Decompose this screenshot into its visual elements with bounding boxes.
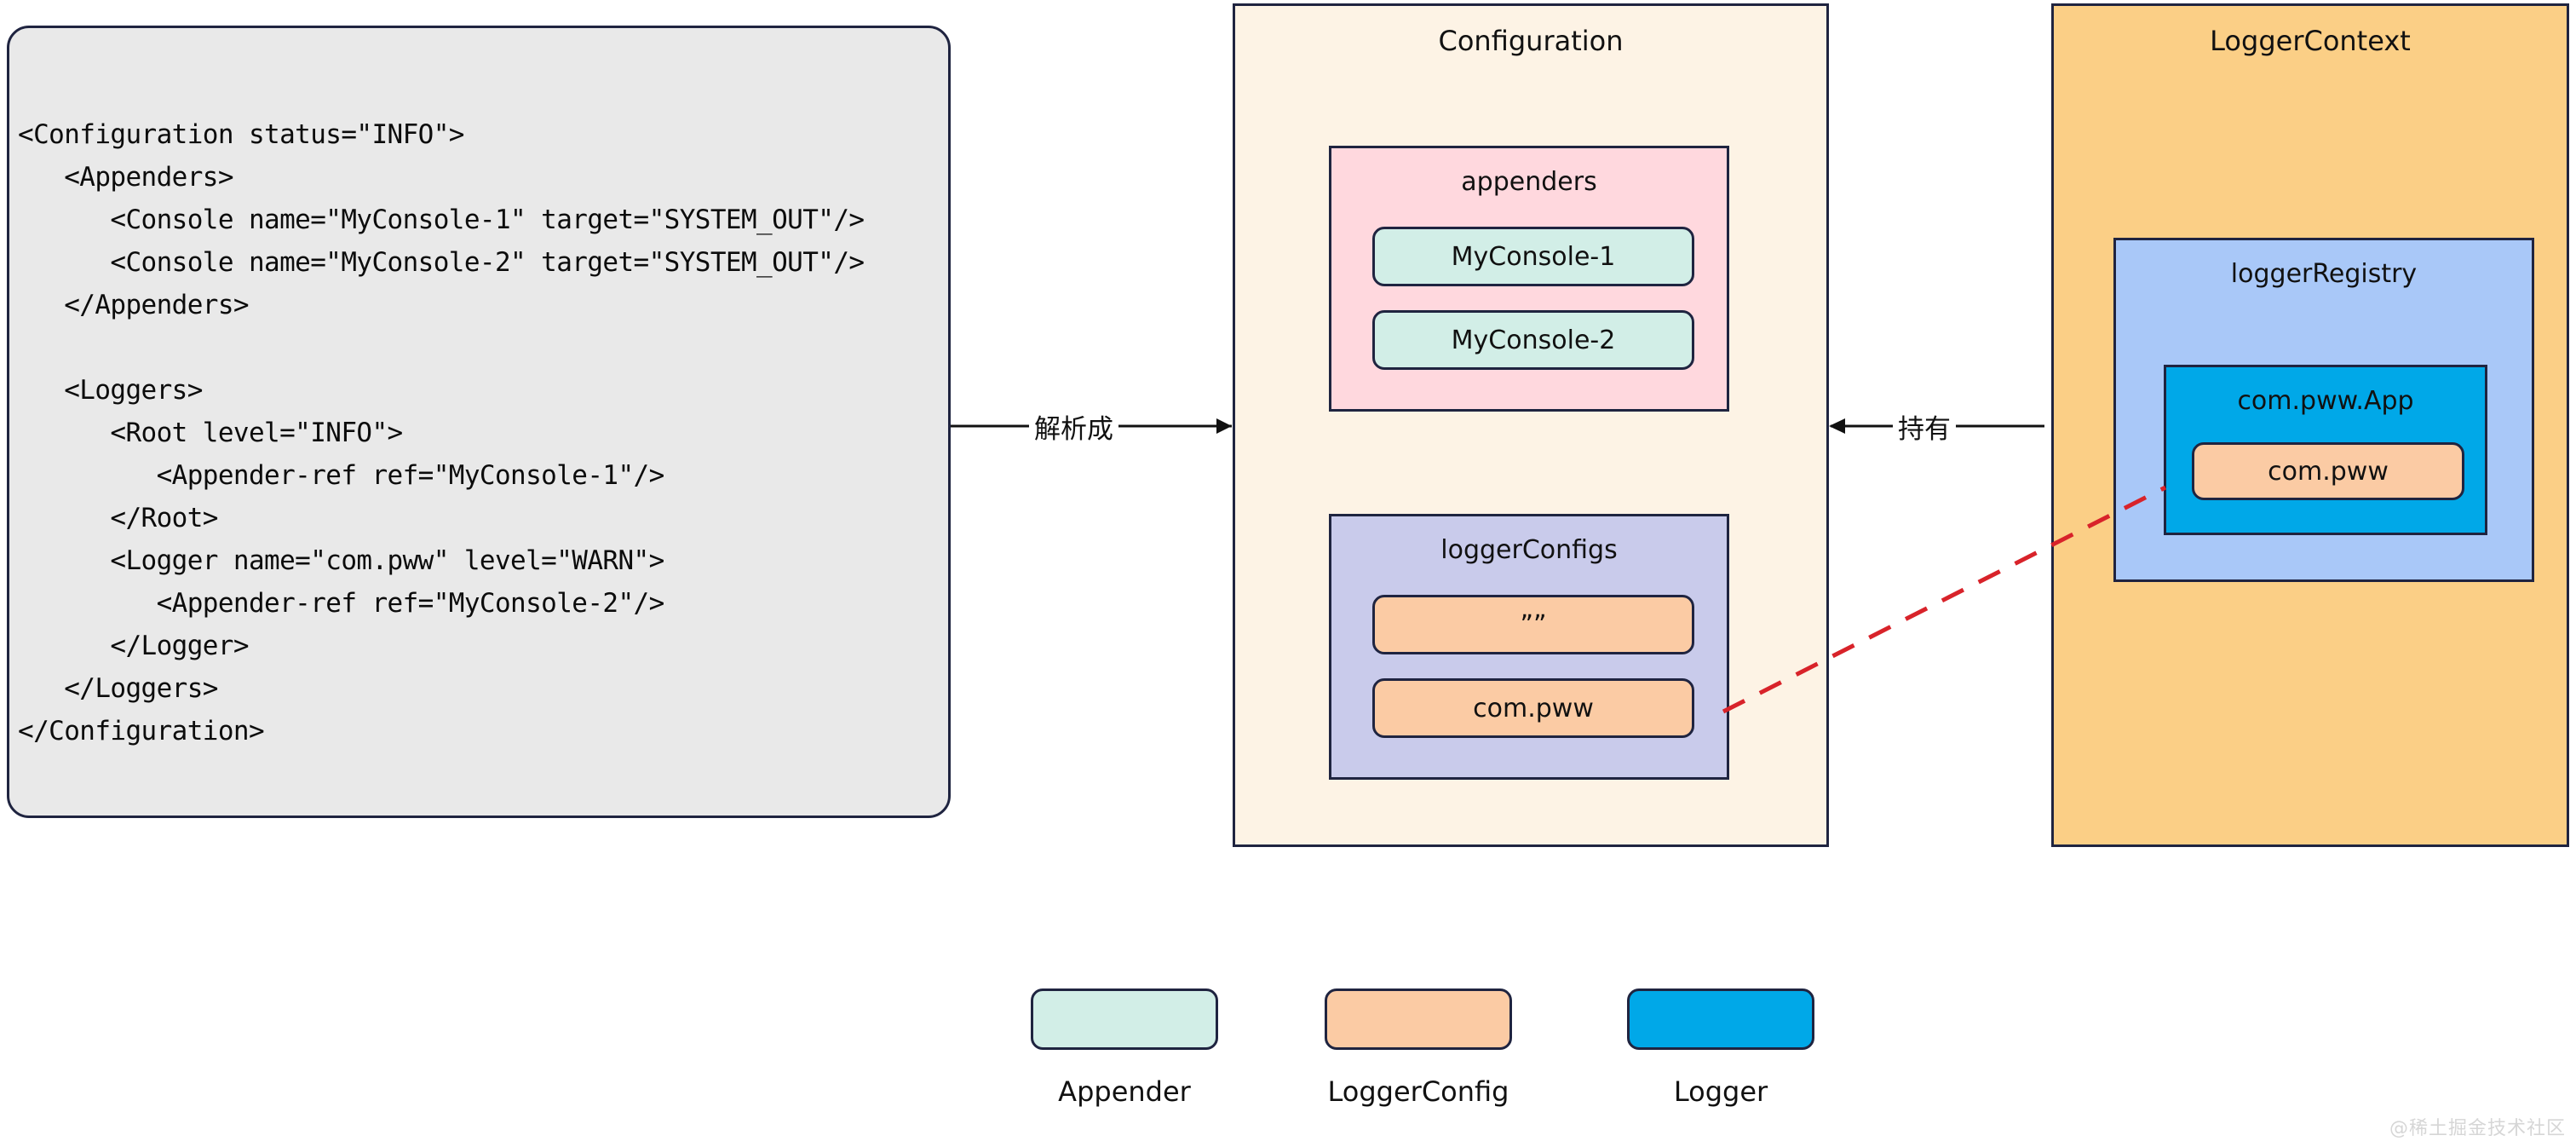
appenders-title: appenders xyxy=(1461,167,1597,197)
logger-registry-group: loggerRegistry com.pww.App com.pww xyxy=(2113,238,2534,582)
xml-code-line: </Logger> xyxy=(18,631,249,661)
watermark: @稀土掘金技术社区 xyxy=(2389,1118,2566,1139)
logger-config-label: com.pww xyxy=(1473,693,1594,723)
parse-arrow-label: 解析成 xyxy=(1029,407,1118,446)
appender-label: MyConsole-2 xyxy=(1451,325,1616,355)
logger-config-label: ”” xyxy=(1520,609,1547,640)
xml-code-line: <Loggers> xyxy=(18,375,203,406)
legend-item-loggerconfig: LoggerConfig xyxy=(1325,988,1512,1108)
xml-config-panel: <Configuration status="INFO"> <Appenders… xyxy=(7,26,951,818)
xml-code-line: </Appenders> xyxy=(18,290,249,320)
legend-item-appender: Appender xyxy=(1031,988,1218,1108)
appender-item[interactable]: MyConsole-1 xyxy=(1372,227,1694,286)
xml-code-line: <Appender-ref ref="MyConsole-2"/> xyxy=(18,588,665,619)
logger-node[interactable]: com.pww.App com.pww xyxy=(2164,365,2487,535)
logger-context-title: LoggerContext xyxy=(2210,25,2411,57)
configuration-box: Configuration appenders MyConsole-1 MyCo… xyxy=(1233,3,1829,847)
xml-code-line: <Console name="MyConsole-2" target="SYST… xyxy=(18,247,865,278)
xml-code-line: <Root level="INFO"> xyxy=(18,418,403,448)
legend: Appender LoggerConfig Logger xyxy=(1005,988,1874,1133)
logger-config-item[interactable]: com.pww xyxy=(1372,678,1694,738)
xml-code-line: <Appenders> xyxy=(18,162,233,193)
legend-label-logger: Logger xyxy=(1673,1075,1768,1108)
appender-label: MyConsole-1 xyxy=(1451,241,1616,272)
appenders-group: appenders MyConsole-1 MyConsole-2 xyxy=(1329,146,1729,412)
legend-label-appender: Appender xyxy=(1058,1075,1191,1108)
legend-swatch-logger xyxy=(1627,988,1814,1050)
logger-config-ref-label: com.pww xyxy=(2268,456,2389,487)
legend-swatch-loggerconfig xyxy=(1325,988,1512,1050)
logger-configs-title: loggerConfigs xyxy=(1440,535,1618,565)
logger-context-box: LoggerContext loggerRegistry com.pww.App… xyxy=(2051,3,2569,847)
xml-code-line: <Console name="MyConsole-1" target="SYST… xyxy=(18,205,865,235)
xml-code-line: </Loggers> xyxy=(18,673,218,704)
logger-configs-group: loggerConfigs ”” com.pww xyxy=(1329,514,1729,780)
logger-config-item[interactable]: ”” xyxy=(1372,595,1694,654)
legend-label-loggerconfig: LoggerConfig xyxy=(1327,1075,1509,1108)
xml-code-line: <Appender-ref ref="MyConsole-1"/> xyxy=(18,460,665,491)
xml-code-line: <Configuration status="INFO"> xyxy=(18,119,464,150)
appender-item[interactable]: MyConsole-2 xyxy=(1372,310,1694,370)
xml-code-line: </Configuration> xyxy=(18,716,265,746)
hold-arrow-label: 持有 xyxy=(1893,407,1956,446)
xml-code-line: </Root> xyxy=(18,503,218,533)
configuration-title: Configuration xyxy=(1438,25,1624,57)
xml-code-line: <Logger name="com.pww" level="WARN"> xyxy=(18,545,664,576)
logger-registry-title: loggerRegistry xyxy=(2230,259,2418,289)
logger-node-title: com.pww.App xyxy=(2237,386,2414,416)
legend-item-logger: Logger xyxy=(1627,988,1814,1108)
legend-swatch-appender xyxy=(1031,988,1218,1050)
xml-config-code: <Configuration status="INFO"> <Appenders… xyxy=(18,113,940,752)
logger-config-ref[interactable]: com.pww xyxy=(2192,442,2464,500)
